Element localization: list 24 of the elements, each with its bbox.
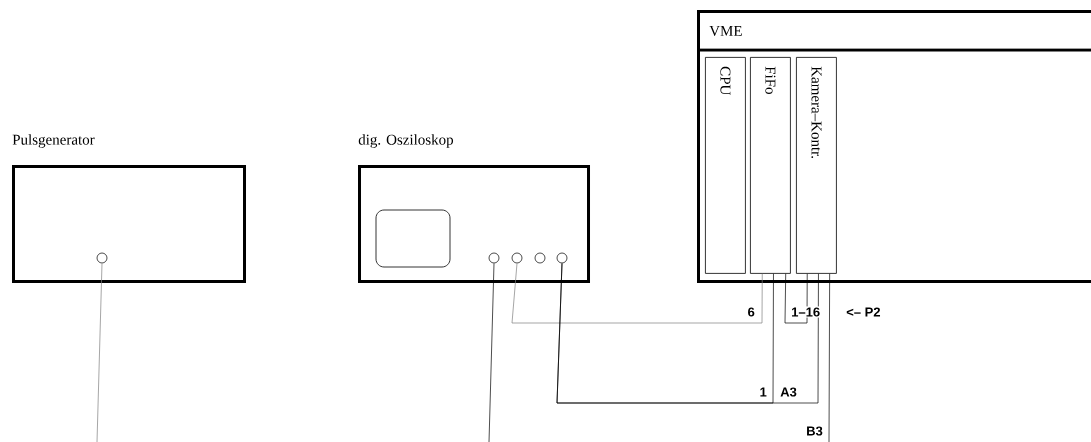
connector-socket bbox=[534, 252, 546, 264]
edge-label: A3 bbox=[779, 386, 798, 398]
connector-socket bbox=[96, 252, 108, 264]
pin-label: <– P2 bbox=[846, 307, 880, 317]
plug-in-card: FiFo bbox=[750, 57, 791, 274]
edge-label: 1–16 bbox=[790, 306, 822, 318]
connection-line bbox=[828, 273, 830, 442]
plug-in-card: Kamera–Kontr. bbox=[796, 57, 837, 274]
device-box: dig. Osziloskop bbox=[358, 134, 590, 283]
node-label: dig. Osziloskop bbox=[358, 134, 454, 148]
device-box: Pulsgenerator bbox=[12, 134, 246, 283]
connector-socket bbox=[556, 252, 568, 264]
edge-label: 6 bbox=[746, 306, 756, 318]
connector-socket bbox=[488, 252, 500, 264]
connection-line bbox=[488, 263, 495, 442]
connection-line bbox=[784, 273, 808, 324]
edge-label: B3 bbox=[805, 425, 824, 437]
edge-label: 1 bbox=[758, 386, 768, 398]
connection-line bbox=[556, 263, 819, 404]
connection-line bbox=[96, 263, 103, 442]
connector-socket bbox=[511, 252, 523, 264]
connection-line bbox=[511, 263, 763, 324]
plug-in-card: CPU bbox=[705, 57, 746, 274]
node-label: Pulsgenerator bbox=[12, 134, 95, 148]
